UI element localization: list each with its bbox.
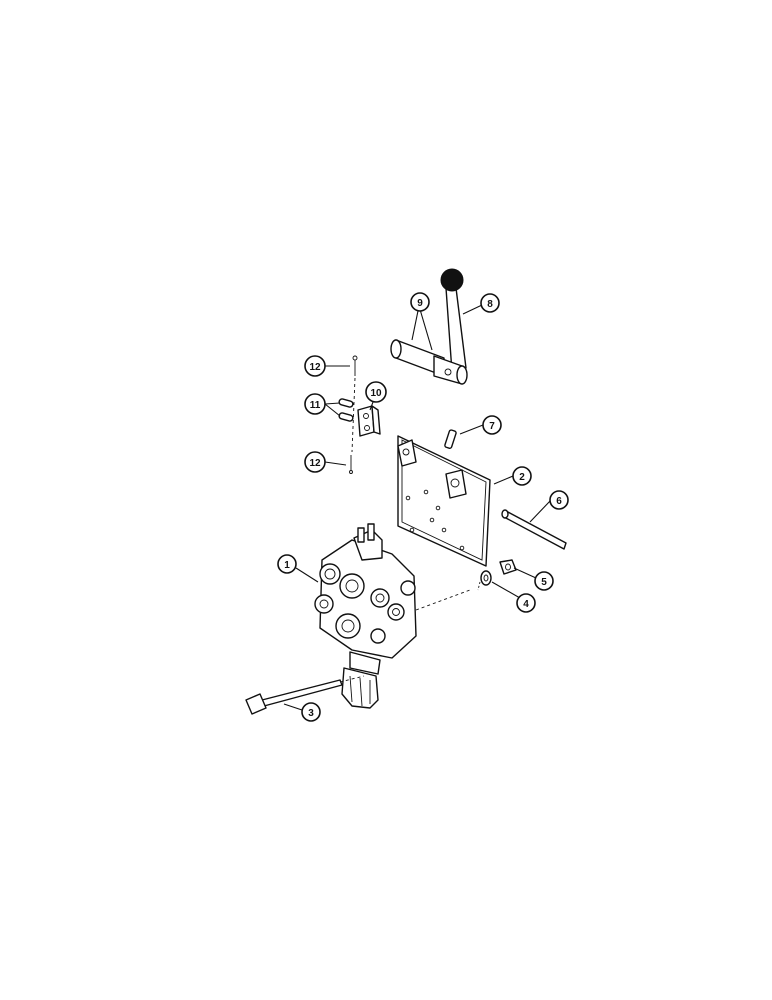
washer-and-nut: [477, 559, 517, 591]
mounting-bolt: [245, 675, 365, 715]
callout-11: 11: [304, 393, 326, 415]
callout-10-label: 10: [370, 388, 382, 399]
linkage-hardware: [338, 355, 381, 474]
callout-3: 3: [301, 702, 321, 722]
callout-4-label: 4: [523, 599, 529, 610]
callout-1: 1: [277, 554, 297, 574]
callout-6-label: 6: [556, 496, 562, 507]
mounting-plate: [397, 435, 491, 567]
callout-12-top-label: 12: [309, 362, 321, 373]
callout-12-bottom-label: 12: [309, 458, 321, 469]
leader-lines: [283, 304, 552, 711]
callout-1-label: 1: [284, 560, 290, 571]
control-valve: [314, 523, 417, 709]
callout-8-label: 8: [487, 299, 493, 310]
callout-11-label: 11: [310, 400, 321, 411]
callout-3-label: 3: [308, 708, 314, 719]
callout-8: 8: [480, 293, 500, 313]
callout-7: 7: [482, 415, 502, 435]
callout-7-label: 7: [489, 421, 495, 432]
callout-6: 6: [549, 490, 569, 510]
callout-2: 2: [512, 466, 532, 486]
callout-9: 9: [410, 292, 430, 312]
callout-4: 4: [516, 593, 536, 613]
roll-pin: [444, 429, 457, 449]
callout-5-label: 5: [541, 577, 547, 588]
lever-knob: [440, 268, 464, 292]
callout-12-top: 12: [304, 355, 326, 377]
callout-10: 10: [365, 381, 387, 403]
rod: [501, 509, 567, 550]
callout-2-label: 2: [519, 472, 525, 483]
callout-9-label: 9: [417, 298, 423, 309]
callout-12-bottom: 12: [304, 451, 326, 473]
callout-5: 5: [534, 571, 554, 591]
control-lever: [390, 268, 468, 385]
